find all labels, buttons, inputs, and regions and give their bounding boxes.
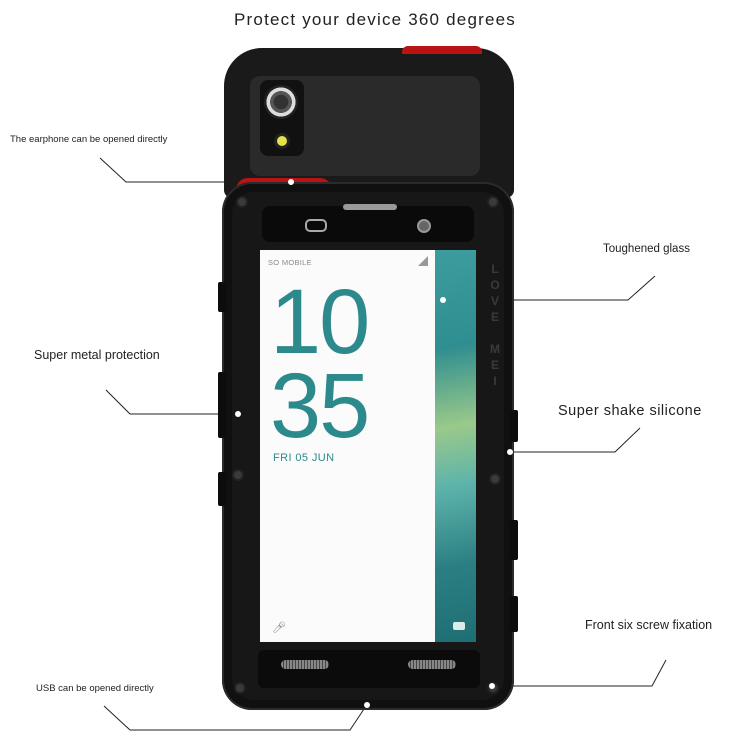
bottom-bar: [258, 650, 480, 688]
screw-icon: [234, 471, 242, 479]
callout-glass: Toughened glass: [603, 243, 690, 255]
marker-glass: [440, 297, 446, 303]
clock-minute: 35: [270, 355, 370, 457]
carrier-name: SO MOBILE: [268, 258, 312, 267]
side-button-left-1: [218, 282, 226, 312]
screw-icon: [238, 198, 246, 206]
flash-icon: [277, 136, 287, 146]
usb-leader: [103, 705, 367, 731]
side-button-right-2: [510, 520, 518, 560]
camera-shortcut-icon: [453, 622, 465, 630]
metal-leader: [105, 389, 238, 415]
screws-leader: [492, 659, 667, 687]
screen-wallpaper-edge: [435, 250, 476, 642]
marker-earphone: [288, 179, 294, 185]
front-camera-icon: [417, 219, 431, 233]
marker-screws: [489, 683, 495, 689]
marker-silicone: [507, 449, 513, 455]
screw-icon: [236, 684, 244, 692]
side-button-left-2: [218, 372, 226, 438]
callout-screws: Front six screw fixation: [585, 618, 713, 632]
clock-hour: 10: [270, 271, 370, 373]
red-button-accent: [402, 46, 482, 54]
callout-metal: Super metal protection: [34, 348, 160, 362]
callout-silicone: Super shake silicone: [558, 403, 702, 419]
screw-icon: [489, 198, 497, 206]
marker-usb: [364, 702, 370, 708]
marker-metal: [235, 411, 241, 417]
top-speaker: [343, 204, 397, 210]
lock-date: FRI 05 JUN: [273, 452, 335, 464]
side-button-left-3: [218, 472, 226, 506]
case-brand: LOVE MEI: [488, 262, 502, 390]
speaker-grille-right: [408, 660, 456, 669]
screw-icon: [491, 475, 499, 483]
silicone-leader: [512, 427, 641, 453]
callout-earphone: The earphone can be opened directly: [10, 134, 168, 145]
signal-icon: [418, 256, 428, 266]
earpiece-bar: [262, 206, 474, 242]
microphone-icon: 🎤︎: [272, 622, 286, 634]
speaker-grille-left: [281, 660, 329, 669]
camera-lens-icon: [264, 85, 298, 119]
headline: Protect your device 360 degrees: [234, 10, 516, 29]
side-button-right-1: [510, 410, 518, 442]
proximity-sensor: [305, 219, 327, 232]
callout-usb: USB can be opened directly: [36, 683, 154, 694]
side-button-right-3: [510, 596, 518, 632]
